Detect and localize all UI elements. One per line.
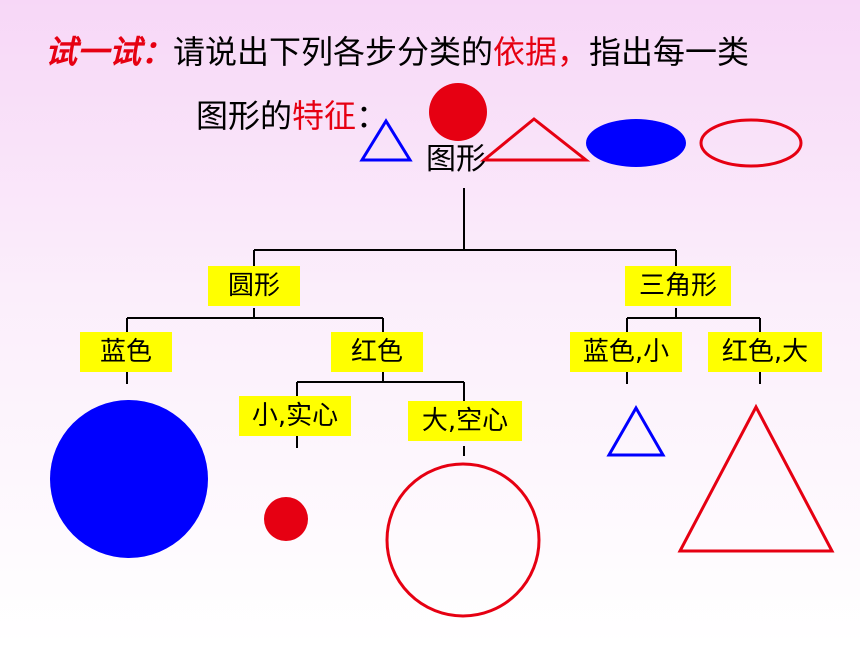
try-it-label: 试一试：	[45, 33, 174, 71]
small-blue-triangle	[606, 404, 666, 457]
node-red-small-solid: 小,实心	[239, 396, 351, 436]
slide-subtitle: 图形的特征：	[196, 92, 388, 140]
node-circle: 圆形	[208, 266, 300, 306]
top-blue-triangle	[359, 118, 413, 162]
top-red-triangle	[479, 117, 591, 162]
big-red-hollow-circle	[385, 462, 541, 618]
tree-connectors	[126, 188, 761, 456]
node-red-big-hollow: 大,空心	[408, 401, 522, 441]
slide-title: 试一试：请说出下列各步分类的依据，指出每一类	[45, 28, 749, 76]
subtitle-highlight-feature: 特征	[292, 97, 357, 135]
top-blue-ellipse	[586, 119, 686, 167]
node-shapes-root: 图形	[426, 142, 486, 177]
title-text-b: 指出每一类	[589, 33, 750, 71]
big-red-triangle	[677, 403, 835, 553]
big-blue-circle	[50, 400, 208, 558]
node-triangle: 三角形	[625, 266, 731, 306]
node-circle-blue: 蓝色	[80, 332, 172, 372]
subtitle-text: 图形的	[196, 97, 293, 135]
small-red-solid-circle	[264, 497, 308, 541]
top-red-ellipse	[699, 118, 803, 168]
node-circle-red: 红色	[331, 332, 423, 372]
title-text-a: 请说出下列各步分类的	[173, 33, 494, 71]
node-triangle-blue-small: 蓝色,小	[570, 332, 682, 372]
title-highlight-basis: 依据，	[493, 33, 590, 71]
node-triangle-red-big: 红色,大	[708, 332, 822, 372]
top-red-circle	[429, 83, 487, 141]
